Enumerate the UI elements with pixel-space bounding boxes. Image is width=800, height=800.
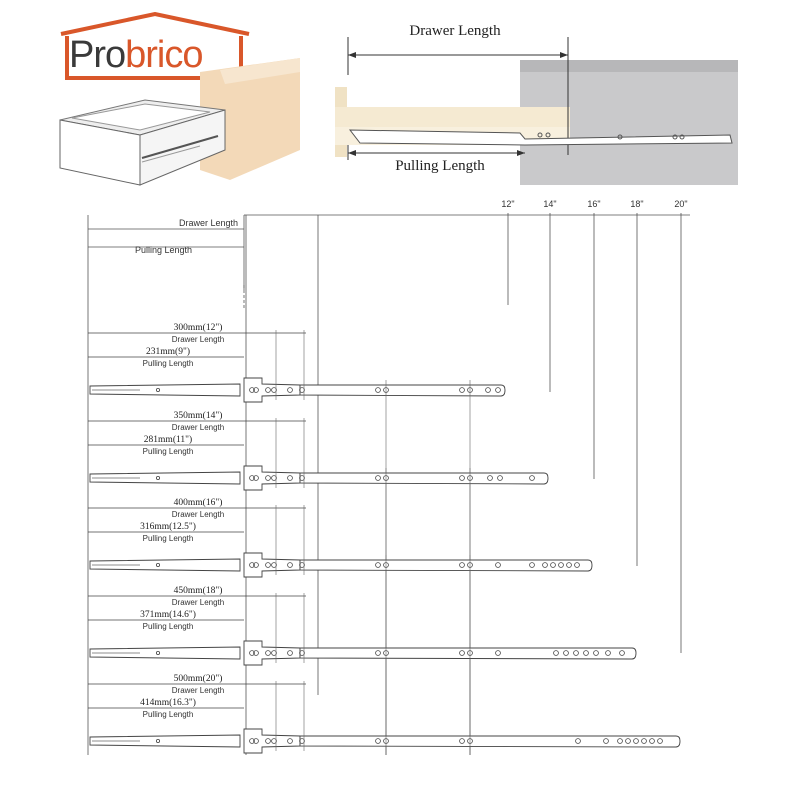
size-tick-label: 12"	[501, 199, 514, 209]
drawer-length-caption: Drawer Length	[172, 510, 224, 519]
pulling-length-caption: Pulling Length	[143, 534, 194, 543]
slide-outer-rail	[299, 559, 593, 572]
slide-row: 400mm(16") Drawer Length 316mm(12.5") Pulli…	[88, 497, 593, 755]
slide-outer-rail	[299, 384, 506, 397]
drawer-length-caption: Drawer Length	[172, 335, 224, 344]
pulling-length-caption: Pulling Length	[143, 622, 194, 631]
slide-inner-rail	[89, 471, 241, 485]
brand-name-part1: Pro	[69, 34, 126, 76]
slide-bracket	[243, 377, 301, 403]
size-tick-label: 14"	[543, 199, 556, 209]
drawer-length-value: 450mm(18")	[174, 585, 223, 596]
pulling-length-caption: Pulling Length	[143, 447, 194, 456]
drawer-length-value: 500mm(20")	[174, 673, 223, 684]
drawer-illustration	[59, 58, 300, 186]
pulling-length-value: 371mm(14.6")	[140, 609, 196, 620]
slide-row: 300mm(12") Drawer Length 231mm(9") Pulling …	[88, 322, 506, 755]
drawer-length-caption: Drawer Length	[172, 686, 224, 695]
slide-bracket	[243, 640, 301, 666]
size-tick-label: 18"	[630, 199, 643, 209]
slide-outer-rail	[299, 735, 681, 748]
pulling-length-caption: Pulling Length	[143, 359, 194, 368]
side-view-diagram: Drawer Length Pulling Length	[335, 23, 738, 185]
pulling-length-value: 281mm(11")	[144, 434, 192, 445]
size-tick-group: 12" 14" 16" 18" 20"	[501, 199, 688, 653]
slides-group: 300mm(12") Drawer Length 231mm(9") Pulling …	[88, 322, 681, 755]
slide-row: 500mm(20") Drawer Length 414mm(16.3") Pulli…	[88, 673, 681, 755]
slide-inner-rail	[89, 734, 241, 748]
size-tick-label: 20"	[674, 199, 687, 209]
drawer-length-value: 300mm(12")	[174, 322, 223, 333]
top-drawer-length-label: Drawer Length	[409, 23, 501, 39]
slide-inner-rail	[89, 558, 241, 572]
drawer-length-caption: Drawer Length	[172, 423, 224, 432]
pulling-length-value: 231mm(9")	[146, 346, 190, 357]
size-tick-label: 16"	[587, 199, 600, 209]
pulling-length-value: 316mm(12.5")	[140, 521, 196, 532]
drawer-length-value: 350mm(14")	[174, 410, 223, 421]
slide-bracket	[243, 728, 301, 754]
brand-name: Probrico	[69, 34, 204, 77]
slide-inner-rail	[89, 646, 241, 660]
house-roof-icon	[60, 12, 250, 80]
top-pulling-length-label: Pulling Length	[395, 158, 485, 174]
slide-dimension-chart: Drawer Length Pulling Length 12" 14" 16" 18…	[87, 199, 690, 755]
slide-bracket	[243, 465, 301, 491]
slide-row: 450mm(18") Drawer Length 371mm(14.6") Pulli…	[88, 585, 637, 755]
drawer-length-value: 400mm(16")	[174, 497, 223, 508]
brand-name-part2: brico	[125, 34, 203, 76]
header-pulling-length-label: Pulling Length	[135, 245, 192, 255]
pulling-length-caption: Pulling Length	[143, 710, 194, 719]
slide-inner-rail	[89, 383, 241, 397]
header-drawer-length-label: Drawer Length	[179, 218, 238, 228]
slide-outer-rail	[299, 472, 549, 485]
drawer-length-caption: Drawer Length	[172, 598, 224, 607]
slide-bracket	[243, 552, 301, 578]
pulling-length-value: 414mm(16.3")	[140, 697, 196, 708]
brand-logo: Probrico	[55, 12, 255, 84]
